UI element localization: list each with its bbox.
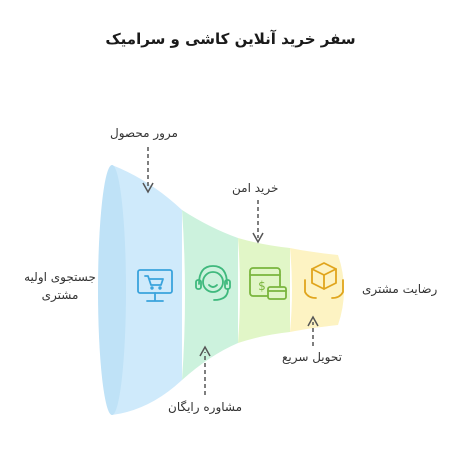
label-secure-purchase: خرید امن — [232, 181, 279, 195]
browser-payment-icon: $ — [249, 267, 287, 300]
headset-support-icon — [195, 265, 231, 301]
label-free-consult: مشاوره رایگان — [168, 400, 243, 414]
funnel-segment-2 — [182, 210, 238, 380]
label-initial-search: جستجوی اولیه مشتری — [22, 268, 98, 304]
funnel-segment-3 — [238, 238, 290, 343]
label-fast-delivery: تحویل سریع — [282, 350, 342, 364]
arrow-product-review — [142, 182, 154, 194]
svg-text:$: $ — [258, 279, 266, 293]
label-satisfaction: رضایت مشتری — [362, 282, 438, 296]
label-initial-search-line2: مشتری — [41, 288, 79, 302]
label-initial-search-line1: جستجوی اولیه — [24, 270, 96, 284]
diagram-title: سفر خرید آنلاین کاشی و سرامیک — [105, 30, 356, 48]
funnel-segment-1 — [98, 165, 182, 415]
monitor-cart-icon — [137, 269, 173, 302]
arrow-fast-delivery — [307, 315, 319, 327]
label-product-review: مرور محصول — [110, 126, 178, 140]
funnel-segment-4 — [290, 248, 344, 332]
box-hands-icon — [304, 262, 344, 299]
arrow-free-consult — [199, 345, 211, 357]
arrow-secure-purchase — [252, 232, 264, 244]
